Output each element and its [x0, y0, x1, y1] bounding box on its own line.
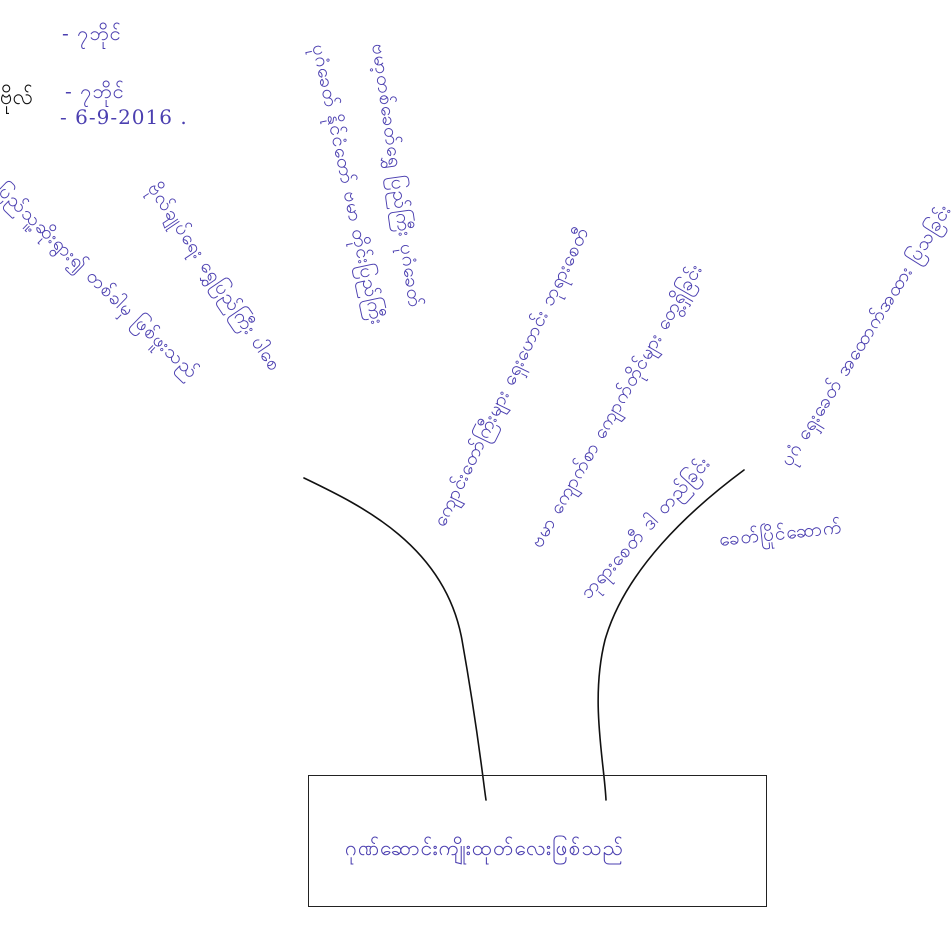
trunk-label: ဂုဏ်ဆောင်းကျိုးထုတ်လေးဖြစ်သည်	[345, 836, 624, 860]
header-value-1: - ၇ဘိုင်	[62, 21, 122, 45]
tree-trunk-right	[597, 469, 745, 801]
header-date: - 6-9-2016 .	[60, 105, 188, 129]
tree-trunk-left	[303, 477, 487, 801]
trunk-box	[308, 775, 767, 907]
header-label-fragment: ဗိုလ်	[0, 85, 34, 110]
header-value-2: - ၇ဘိုင်	[65, 79, 125, 103]
